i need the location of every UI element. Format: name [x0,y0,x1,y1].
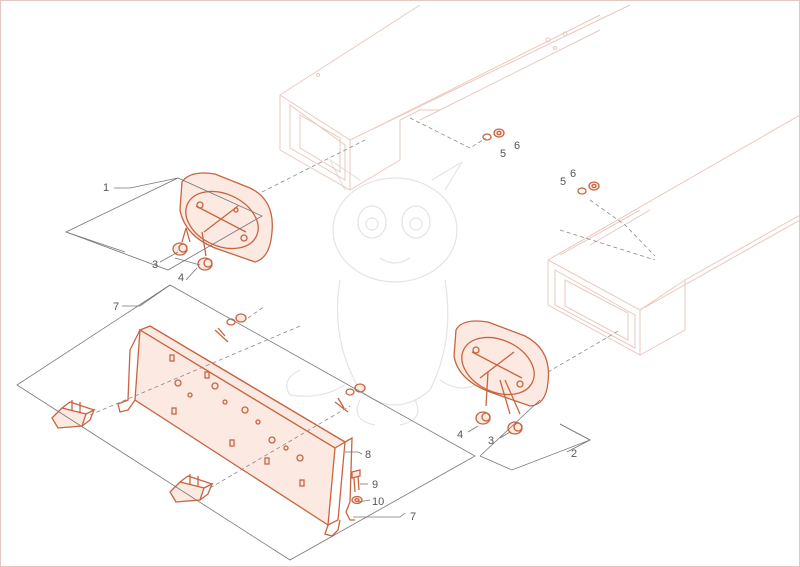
callout-7-lower: 7 [410,511,416,523]
callout-3-right: 3 [488,435,494,447]
lamp-left-arrows [181,227,207,257]
callout-4-right: 4 [457,429,463,441]
callout-5-upper: 5 [500,148,506,160]
callout-8: 8 [365,449,371,461]
lamp-right-assembly [453,320,550,407]
lamp-right-bulb-3 [507,421,523,435]
license-plate-bracket [117,325,355,537]
callout-4-left: 4 [178,272,184,284]
callout-10: 10 [372,496,384,508]
callout-leaders [16,177,591,561]
callout-1: 1 [103,182,109,194]
side-marker-lamp-upper [51,400,96,429]
nut-washer-right [577,181,600,195]
nut-washer-upper [482,128,505,141]
callout-2: 2 [571,448,577,460]
callout-6-right: 6 [570,168,576,180]
lamp-right-arrows [485,371,521,415]
bracket-holes [169,354,305,487]
bolt-9 [351,469,361,493]
watermark-mascot [286,158,491,426]
screw-middle [334,397,349,413]
lower-frame-beam [547,114,800,356]
lamp-left-bulb-3 [172,242,188,256]
washer-10 [351,495,363,505]
callout-9: 9 [372,479,378,491]
side-marker-lamp-lower [169,474,214,503]
callout-7-upper: 7 [113,301,119,313]
lamp-right-bulb-4 [475,411,491,425]
lamp-left-assembly [179,172,273,263]
assembly-dash-lines [89,117,656,489]
screw-upper [214,327,229,343]
nut-washer-bracket-mid [345,383,366,396]
upper-frame-beam [279,4,631,191]
callout-6-upper: 6 [514,140,520,152]
callout-3-left: 3 [152,259,158,271]
lamp-left-bulb-4 [197,257,213,271]
nut-washer-bracket-top [226,313,247,326]
callout-5-right: 5 [560,176,566,188]
callout-labels: 1 2 3 3 4 4 5 5 6 6 7 7 8 9 10 [103,140,577,523]
